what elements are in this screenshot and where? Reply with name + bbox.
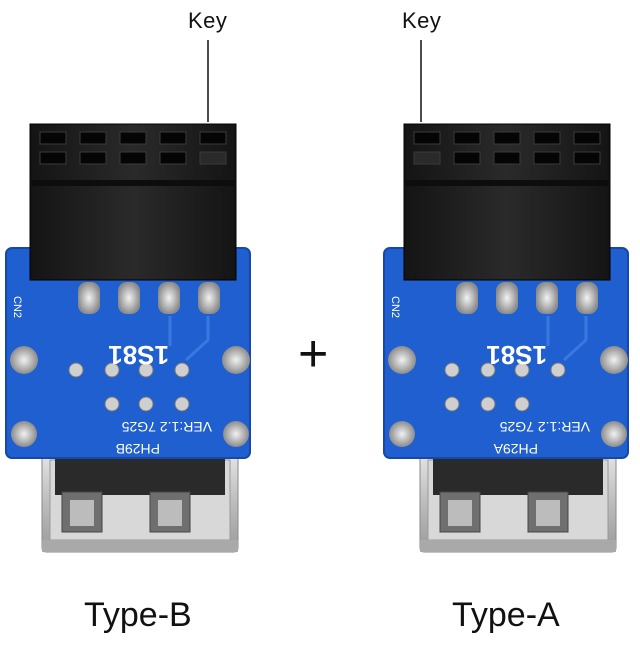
mount-pad: [10, 346, 38, 374]
via: [514, 362, 530, 378]
via: [174, 396, 190, 412]
silkscreen-pcb-number: 1S81: [486, 340, 547, 370]
silkscreen-connector: CN2: [11, 296, 23, 318]
via: [480, 362, 496, 378]
silkscreen-model: PH29A: [493, 441, 538, 457]
via: [174, 362, 190, 378]
via: [444, 396, 460, 412]
solder-pad: [536, 282, 558, 314]
usb-port-right: [419, 451, 617, 553]
mount-pad: [600, 346, 628, 374]
mount-pad: [389, 421, 415, 447]
usb-port-left: [41, 451, 239, 553]
silkscreen-version: VER:1.2 7G25: [122, 419, 212, 435]
solder-pad: [198, 282, 220, 314]
caption-type-b: Type-B: [84, 596, 192, 634]
plus-sign: +: [298, 325, 329, 383]
solder-pad: [456, 282, 478, 314]
adapter-board-right: CN2 1S81 VER:1.2 7G25 PH29A: [383, 123, 629, 553]
via: [68, 362, 84, 378]
key-label-left: Key: [188, 8, 228, 33]
silkscreen-pcb-number: 1S81: [108, 340, 169, 370]
pin-header-left: [29, 123, 237, 281]
trace: [184, 316, 210, 362]
via: [104, 396, 120, 412]
via: [550, 362, 566, 378]
solder-pad: [496, 282, 518, 314]
caption-type-a: Type-A: [452, 596, 560, 634]
mount-pad: [601, 421, 627, 447]
pin-header-right: [403, 123, 611, 281]
adapter-board-left: CN2 1S81 VER:1.2 7G25 PH29B: [5, 123, 251, 553]
solder-pad: [158, 282, 180, 314]
silkscreen-connector: CN2: [389, 296, 401, 318]
mount-pad: [388, 346, 416, 374]
via: [480, 396, 496, 412]
via: [138, 362, 154, 378]
solder-pad: [78, 282, 100, 314]
mount-pad: [222, 346, 250, 374]
trace: [562, 316, 588, 362]
key-label-right: Key: [402, 8, 442, 33]
via: [514, 396, 530, 412]
via: [138, 396, 154, 412]
solder-pad: [118, 282, 140, 314]
mount-pad: [11, 421, 37, 447]
silkscreen-version: VER:1.2 7G25: [500, 419, 590, 435]
solder-pad: [576, 282, 598, 314]
silkscreen-model: PH29B: [116, 441, 160, 457]
mount-pad: [223, 421, 249, 447]
via: [444, 362, 460, 378]
via: [104, 362, 120, 378]
